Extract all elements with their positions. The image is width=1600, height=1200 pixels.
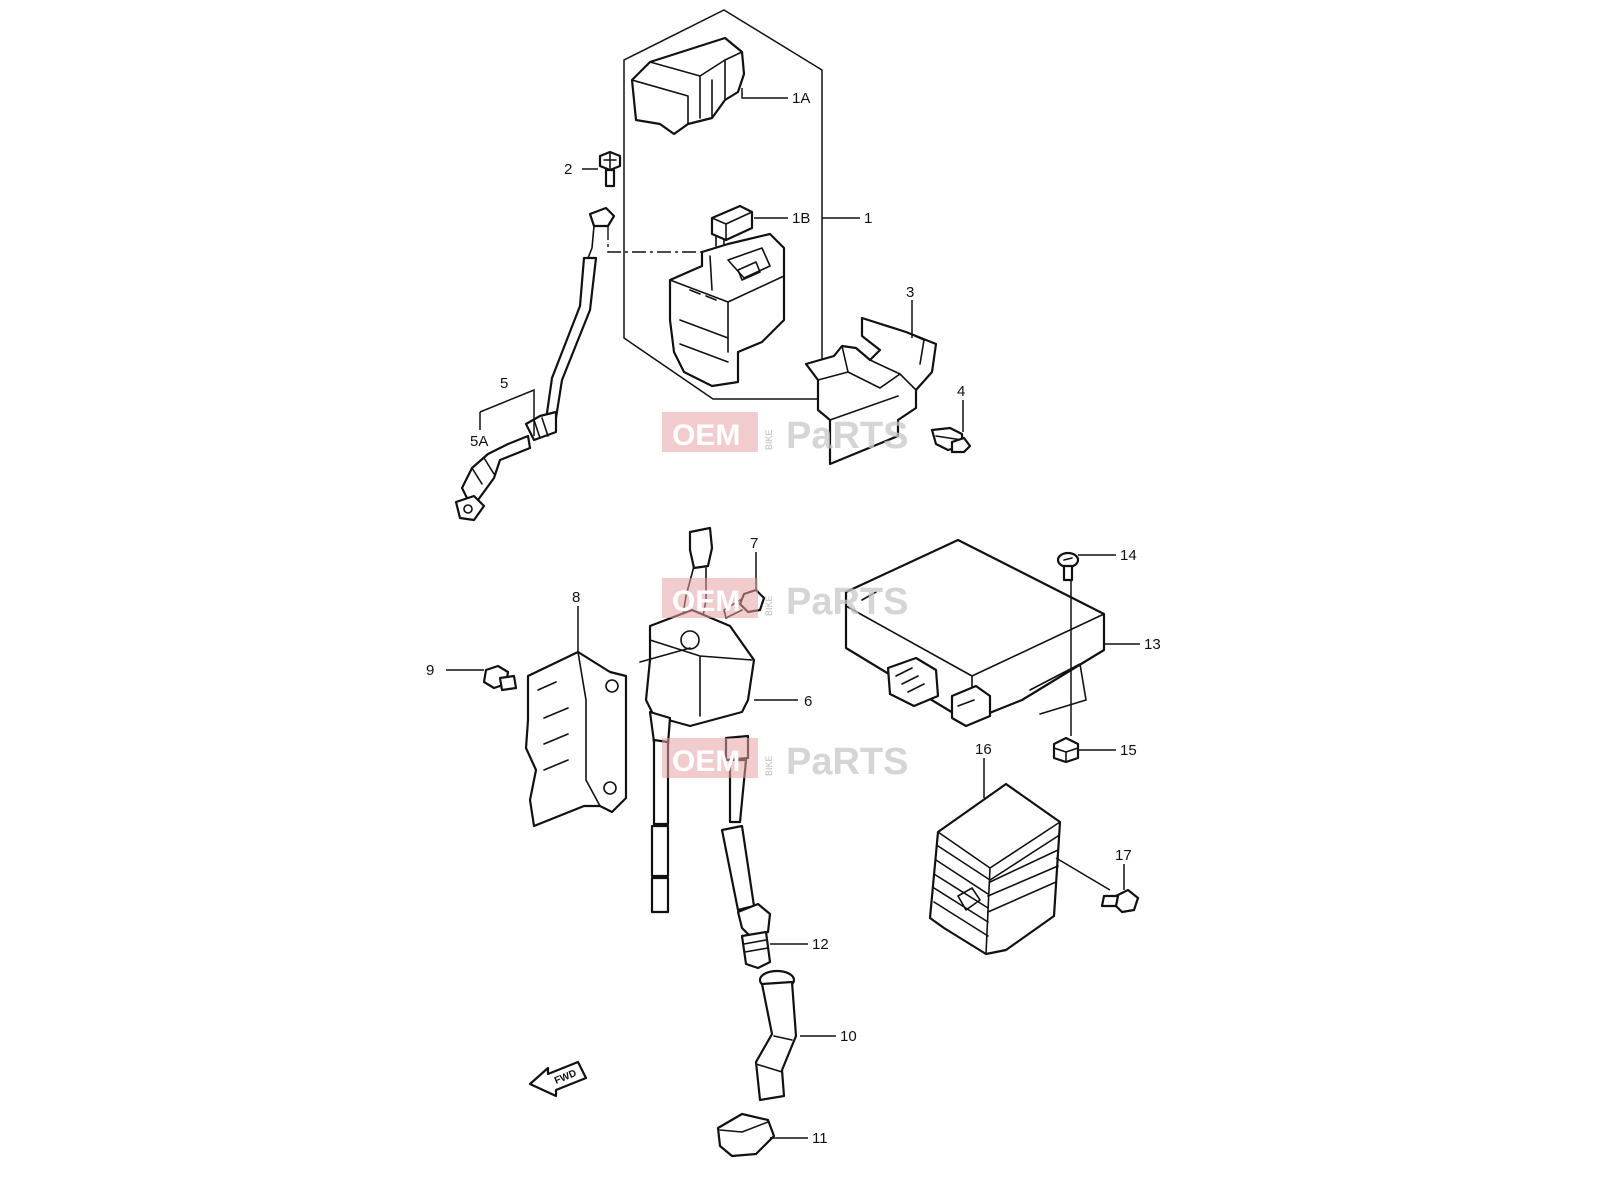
callout-8: 8 (572, 589, 580, 606)
fwd-arrow: FWD (528, 1060, 588, 1098)
callout-labels: 1A 1B 1 2 3 4 5 5A 6 7 8 9 10 11 12 13 1… (426, 90, 1161, 1147)
part-13-cdi-unit (844, 538, 1106, 728)
svg-text:PaRTS: PaRTS (786, 581, 908, 623)
part-4-bolt (930, 426, 972, 454)
watermark-3: OEM BIKE PaRTS (662, 738, 908, 783)
watermark-2: OEM BIKE PaRTS (662, 578, 908, 623)
svg-text:PaRTS: PaRTS (786, 415, 908, 457)
assembly-1-outline (623, 9, 823, 400)
callout-1b: 1B (792, 210, 810, 227)
part-5-cable (454, 206, 616, 522)
part-1a-cover (630, 36, 746, 136)
part-11-cap (716, 1112, 776, 1158)
svg-text:OEM: OEM (672, 419, 740, 452)
part-10-plug-cap (754, 969, 798, 1102)
callout-16: 16 (975, 741, 992, 758)
part-12-plug-cap (736, 902, 772, 970)
part-1-relay (668, 232, 786, 388)
leader-lines (446, 88, 1140, 1139)
callout-6: 6 (804, 693, 812, 710)
callout-17: 17 (1115, 847, 1132, 864)
callout-15: 15 (1120, 742, 1137, 759)
callout-1a: 1A (792, 90, 810, 107)
svg-text:PaRTS: PaRTS (786, 741, 908, 783)
callout-1: 1 (864, 210, 872, 227)
callout-5a: 5A (470, 433, 488, 450)
svg-text:OEM: OEM (672, 745, 740, 778)
part-16-regulator (928, 782, 1062, 956)
part-14-screw (1056, 551, 1080, 582)
callout-9: 9 (426, 662, 434, 679)
part-17-screw (1100, 888, 1140, 914)
callout-14: 14 (1120, 547, 1137, 564)
callout-3: 3 (906, 284, 914, 301)
callout-12: 12 (812, 936, 829, 953)
svg-text:BIKE: BIKE (764, 755, 774, 776)
part-3-bracket (804, 316, 938, 466)
callout-4: 4 (957, 383, 965, 400)
callout-2: 2 (564, 161, 572, 178)
part-8-bracket (524, 650, 628, 828)
svg-text:BIKE: BIKE (764, 429, 774, 450)
callout-10: 10 (840, 1028, 857, 1045)
part-1b-fuse (710, 204, 754, 251)
callout-11: 11 (812, 1130, 828, 1147)
callout-7: 7 (750, 535, 758, 552)
callout-13: 13 (1144, 636, 1161, 653)
watermark-1: OEM BIKE PaRTS (662, 412, 908, 457)
svg-text:BIKE: BIKE (764, 595, 774, 616)
part-6-ignition-coil (639, 526, 756, 914)
part-9-bolt (482, 664, 518, 692)
callout-5: 5 (500, 375, 508, 392)
part-15-nut (1052, 736, 1080, 764)
part-2-bolt (598, 150, 622, 188)
svg-text:OEM: OEM (672, 585, 740, 618)
